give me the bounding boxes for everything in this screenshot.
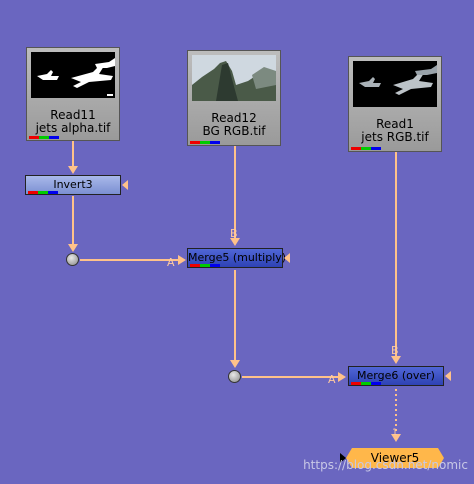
arrowhead bbox=[391, 356, 401, 364]
arrowhead bbox=[178, 255, 186, 265]
rgb-channel-indicator bbox=[351, 147, 381, 150]
arrowhead bbox=[391, 434, 401, 442]
read11-title: Read11 bbox=[50, 108, 96, 122]
watermark: https://blog.csdn.net/nomic bbox=[303, 458, 468, 472]
arrowhead bbox=[68, 244, 78, 252]
merge6-label: Merge6 (over) bbox=[357, 369, 435, 382]
mask-input-arrow[interactable] bbox=[445, 371, 451, 381]
arrowhead bbox=[230, 238, 240, 246]
read1-node[interactable]: Read1 jets RGB.tif bbox=[348, 56, 442, 152]
mask-input-arrow[interactable] bbox=[122, 180, 128, 190]
rgb-channel-indicator bbox=[29, 136, 59, 139]
read11-node[interactable]: Read11 jets alpha.tif bbox=[26, 47, 120, 141]
read11-thumbnail bbox=[31, 52, 115, 98]
viewer5-node[interactable]: Viewer5 bbox=[346, 448, 444, 468]
rgb-channel-indicator bbox=[190, 264, 220, 267]
read1-title: Read1 bbox=[376, 117, 414, 131]
read1-thumbnail bbox=[353, 61, 437, 107]
read11-file: jets alpha.tif bbox=[35, 121, 111, 135]
merge6-node[interactable]: Merge6 (over) bbox=[348, 366, 444, 386]
read12-node[interactable]: Read12 BG RGB.tif bbox=[187, 50, 281, 146]
merge5-input-b-label: B bbox=[230, 227, 238, 240]
invert3-label: Invert3 bbox=[53, 178, 93, 191]
invert3-node[interactable]: Invert3 bbox=[25, 175, 121, 195]
merge6-input-b-label: B bbox=[391, 344, 399, 357]
dot-node[interactable] bbox=[66, 253, 79, 266]
arrowhead bbox=[230, 360, 240, 368]
viewer5-label: Viewer5 bbox=[370, 451, 420, 465]
viewer-marker bbox=[340, 453, 346, 463]
merge6-input-a-label: A bbox=[328, 373, 336, 386]
read12-file: BG RGB.tif bbox=[202, 124, 266, 138]
merge5-node[interactable]: Merge5 (multiply) bbox=[187, 248, 287, 268]
arrowhead bbox=[338, 372, 346, 382]
read1-file: jets RGB.tif bbox=[361, 130, 429, 144]
merge5-label: Merge5 (multiply) bbox=[188, 251, 287, 264]
arrowhead bbox=[68, 166, 78, 174]
rgb-channel-indicator bbox=[190, 141, 220, 144]
merge5-input-a-label: A bbox=[167, 256, 175, 269]
mask-input-arrow[interactable] bbox=[284, 253, 290, 263]
rgb-channel-indicator bbox=[351, 382, 381, 385]
rgb-channel-indicator bbox=[28, 191, 58, 194]
read12-thumbnail bbox=[192, 55, 276, 101]
read12-title: Read12 bbox=[211, 111, 257, 125]
dot-node[interactable] bbox=[228, 370, 241, 383]
viewer5-input-label: 1 bbox=[392, 428, 398, 438]
